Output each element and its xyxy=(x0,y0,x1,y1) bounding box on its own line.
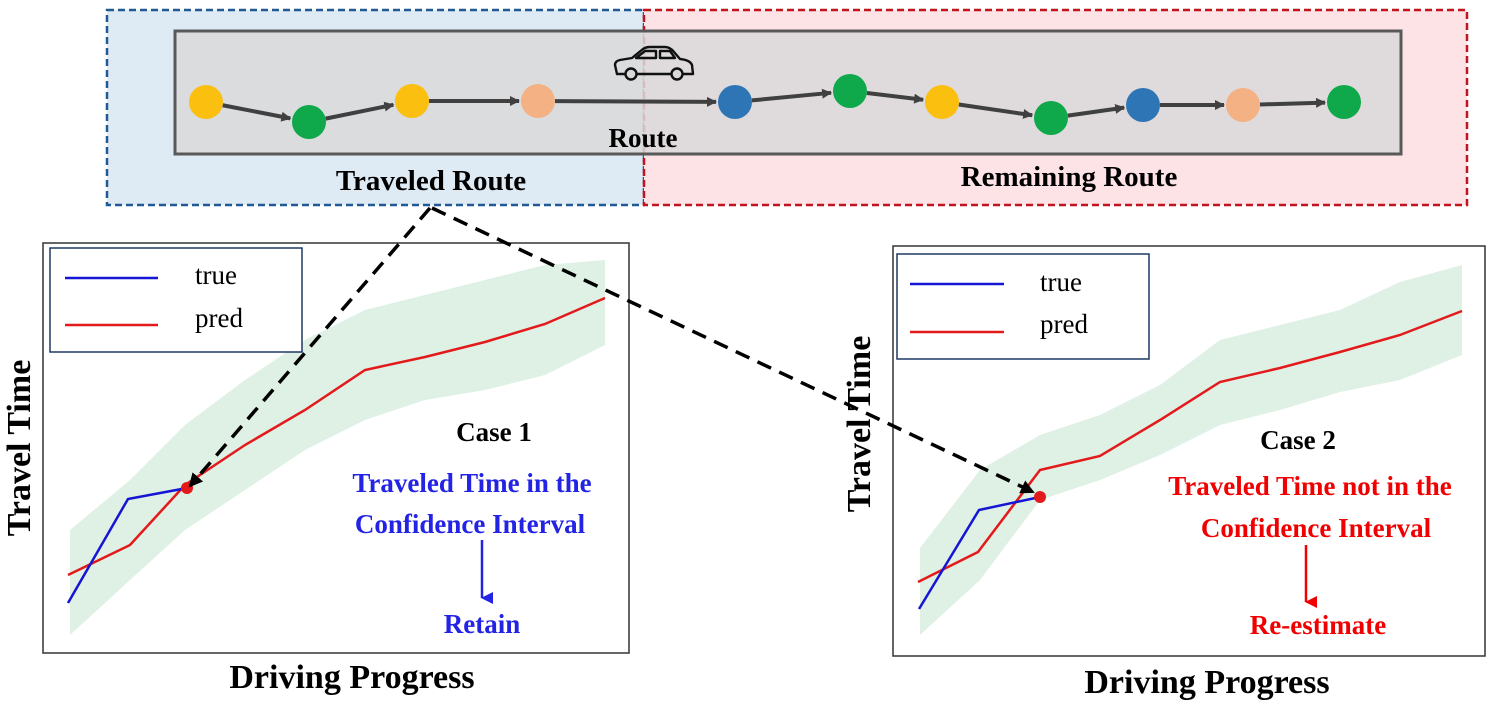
case2-pred-line xyxy=(917,309,1463,584)
case1-message-line1: Traveled Time in the xyxy=(352,468,591,498)
case2-true-line xyxy=(917,495,1041,610)
case2-title: Case 2 xyxy=(1260,425,1336,455)
case2-message-line2: Confidence Interval xyxy=(1201,513,1432,543)
route-section: Route Traveled Route Remaining Route xyxy=(105,8,1469,207)
case1-x-axis-label: Driving Progress xyxy=(229,659,474,696)
traveled-route-label: Traveled Route xyxy=(336,165,526,197)
route-node-1-yellow xyxy=(189,85,223,119)
case1-legend: true pred xyxy=(49,247,303,353)
case1-pred-line xyxy=(67,296,606,577)
route-node-11-green xyxy=(1327,85,1361,119)
case1-legend-pred-label: pred xyxy=(195,303,243,333)
route-node-4-peach xyxy=(521,84,555,118)
pointer-arrow-case1 xyxy=(188,206,432,488)
route-node-7-yellow xyxy=(925,85,959,119)
case2-current-point xyxy=(1034,491,1046,503)
route-links xyxy=(222,88,1327,122)
route-node-3-yellow xyxy=(395,84,429,118)
route-link-1 xyxy=(222,103,292,122)
route-node-9-blue xyxy=(1126,88,1160,122)
pointer-arrow-case2 xyxy=(431,206,1035,494)
case1-true-line xyxy=(66,486,188,604)
case2-confidence-band xyxy=(920,265,1462,635)
case2-legend-true-label: true xyxy=(1040,267,1082,297)
case1-action: Retain xyxy=(444,609,521,639)
route-link-6 xyxy=(866,91,925,104)
case2-legend: true pred xyxy=(896,253,1150,360)
case1-y-axis-label: Travel Time xyxy=(1,360,38,537)
route-node-8-green xyxy=(1034,101,1068,135)
case2-message-line1: Traveled Time not in the xyxy=(1168,471,1452,501)
route-link-10 xyxy=(1259,97,1327,108)
case2-legend-box xyxy=(896,253,1150,360)
route-label: Route xyxy=(609,123,678,153)
case2-x-axis-label: Driving Progress xyxy=(1084,664,1329,701)
route-nodes xyxy=(189,74,1361,139)
case1-panel: true pred Travel Time Driving Progress C… xyxy=(1,242,630,696)
route-link-5 xyxy=(751,88,833,103)
case1-legend-true-label: true xyxy=(195,260,237,290)
route-node-2-green xyxy=(292,105,326,139)
case2-panel: true pred Travel Time Driving Progress C… xyxy=(841,245,1486,701)
case1-confidence-band xyxy=(70,260,605,635)
route-link-2 xyxy=(325,101,395,121)
case1-title: Case 1 xyxy=(456,417,532,447)
pointer-arrows xyxy=(188,206,1035,494)
case1-message-line2: Confidence Interval xyxy=(355,509,586,539)
route-node-6-green xyxy=(833,74,867,108)
route-link-8 xyxy=(1067,103,1126,118)
case2-legend-pred-label: pred xyxy=(1040,309,1088,339)
route-node-5-blue xyxy=(718,85,752,119)
route-node-10-peach xyxy=(1226,88,1260,122)
remaining-route-label: Remaining Route xyxy=(961,161,1178,193)
car-icon xyxy=(613,45,695,81)
route-box xyxy=(173,29,1403,156)
case1-legend-box xyxy=(49,247,303,353)
case2-action: Re-estimate xyxy=(1250,610,1386,640)
route-link-4 xyxy=(554,96,718,107)
route-link-7 xyxy=(958,102,1034,119)
case2-y-axis-label: Travel Time xyxy=(841,336,878,513)
